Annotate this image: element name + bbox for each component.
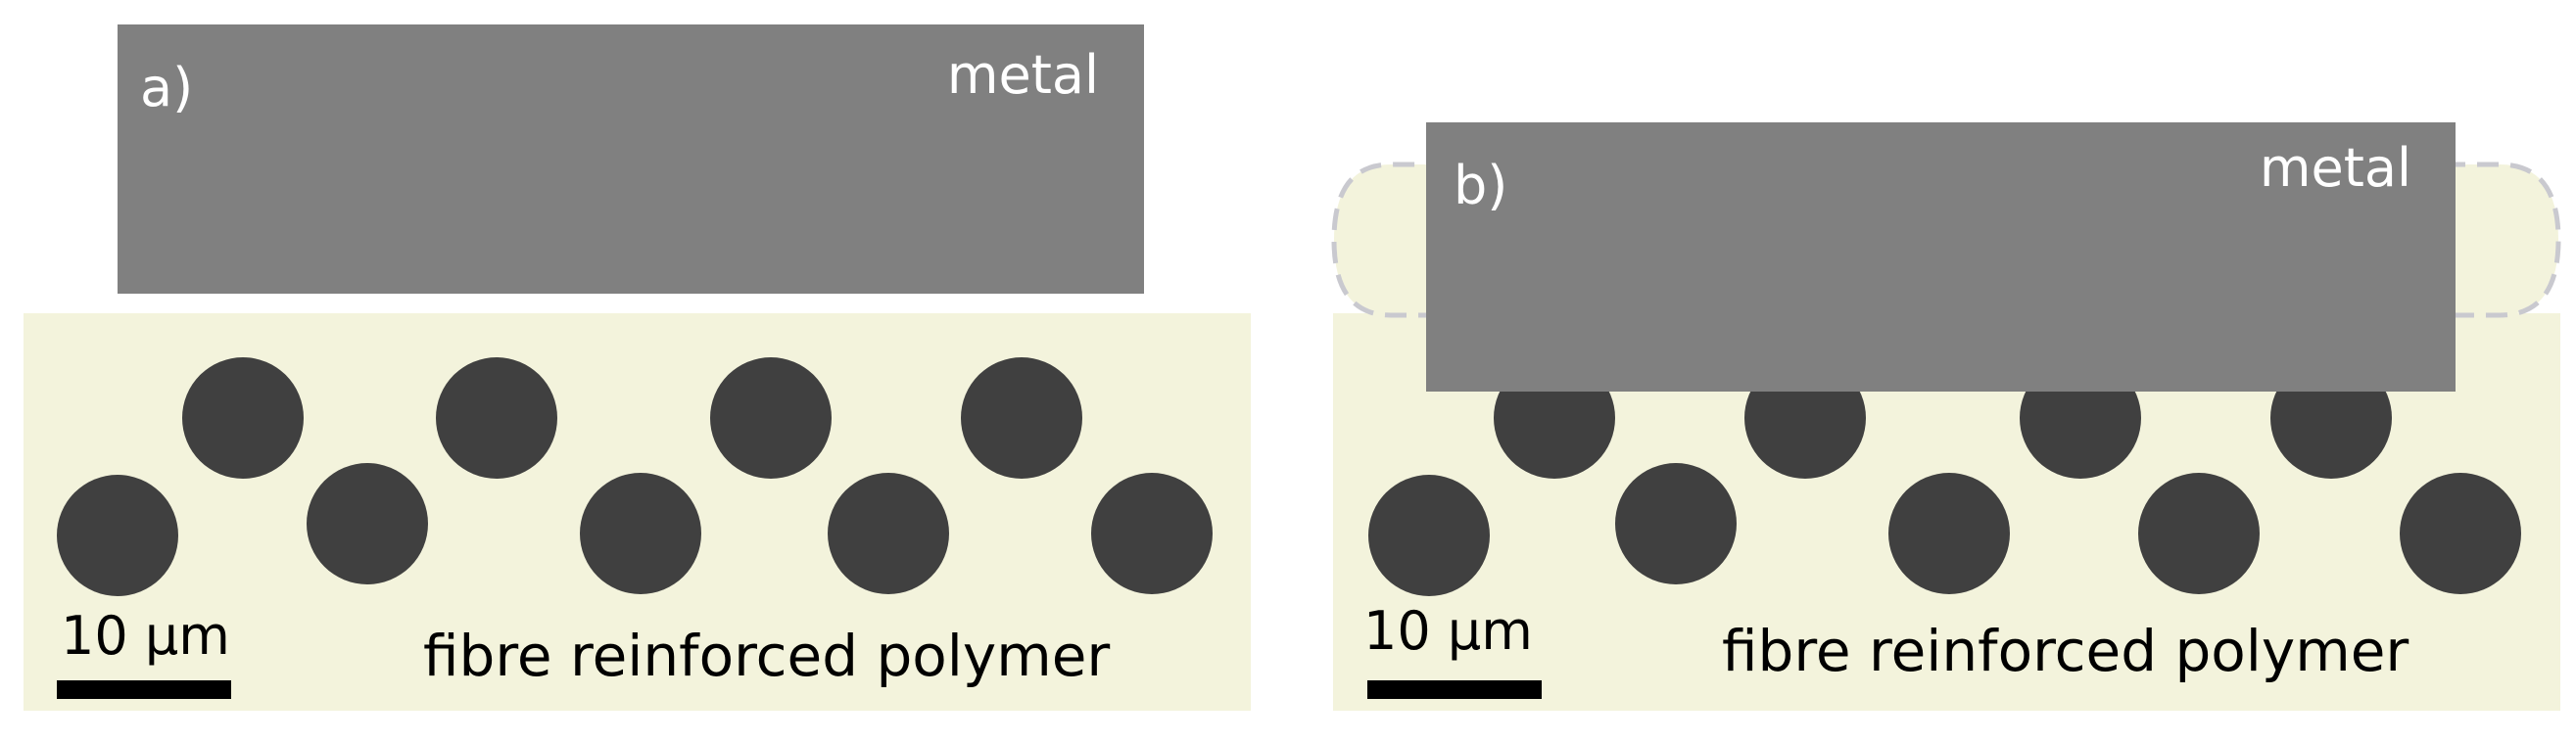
metal-block bbox=[1426, 122, 2456, 392]
polymer-label: fibre reinforced polymer bbox=[1722, 618, 2409, 684]
fibre bbox=[2138, 473, 2260, 594]
fibre bbox=[436, 357, 557, 479]
scale-bar bbox=[1367, 680, 1542, 699]
panel-label: a) bbox=[140, 57, 193, 118]
fibre bbox=[2400, 473, 2521, 594]
polymer-label: fibre reinforced polymer bbox=[423, 623, 1110, 689]
fibre bbox=[580, 473, 701, 594]
fibre bbox=[710, 357, 832, 479]
panel-a: a) metal fibre reinforced polymer 10 µm bbox=[24, 24, 1251, 711]
scale-bar bbox=[57, 680, 231, 699]
fibre bbox=[182, 357, 304, 479]
displaced-polymer-left bbox=[1331, 162, 1443, 318]
metal-label: metal bbox=[2260, 137, 2411, 199]
fibre bbox=[1888, 473, 2010, 594]
fibre bbox=[307, 463, 428, 584]
panel-b: b) metal fibre reinforced polymer 10 µm bbox=[1331, 122, 2561, 711]
metal-label: metal bbox=[947, 44, 1099, 106]
fibre bbox=[961, 357, 1082, 479]
fibre-group bbox=[57, 357, 1213, 596]
metal-block bbox=[118, 24, 1144, 294]
fibre bbox=[828, 473, 949, 594]
panel-label: b) bbox=[1454, 155, 1507, 216]
fibre bbox=[1368, 475, 1490, 596]
fibre bbox=[1615, 463, 1737, 584]
displaced-polymer-right bbox=[2441, 162, 2561, 318]
fibre bbox=[57, 475, 178, 596]
scale-bar-label: 10 µm bbox=[1363, 600, 1533, 662]
fibre bbox=[1091, 473, 1213, 594]
scale-bar-label: 10 µm bbox=[61, 605, 230, 667]
